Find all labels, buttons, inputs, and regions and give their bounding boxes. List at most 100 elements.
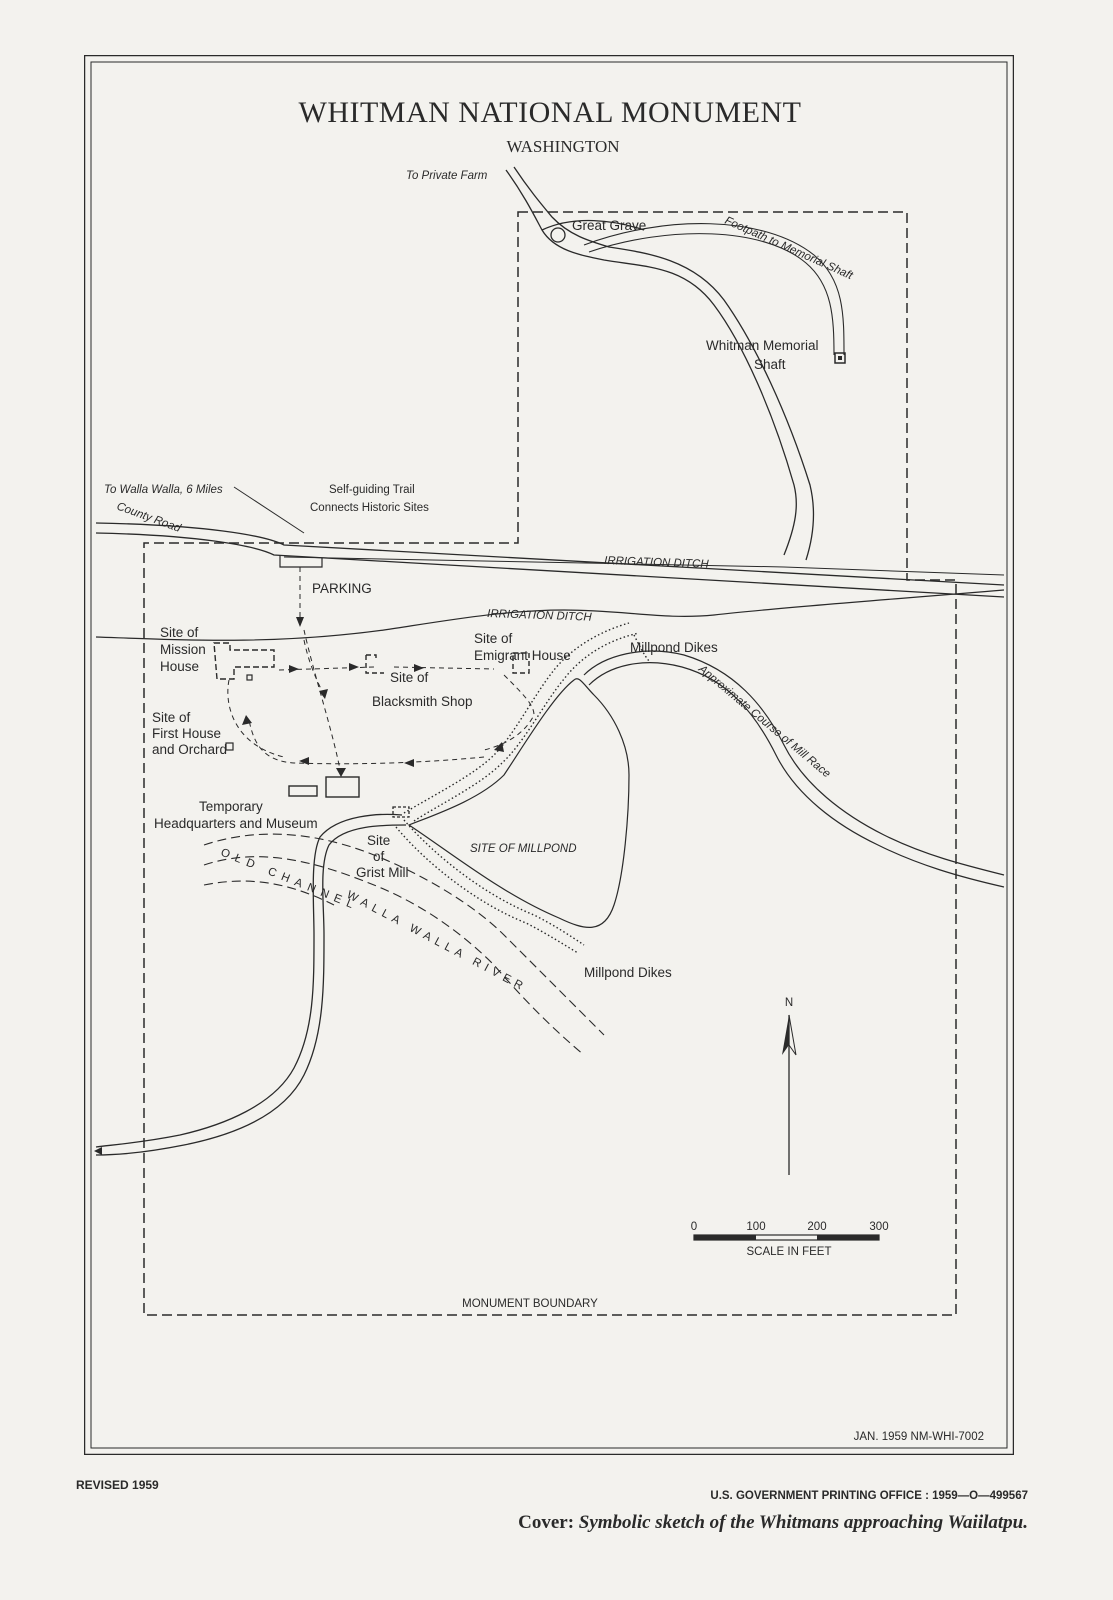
parking-label: PARKING xyxy=(312,581,372,596)
trail-arrow xyxy=(414,664,424,672)
footpath-label: Footpath to Memorial Shaft xyxy=(723,215,855,283)
county-road-label: County Road xyxy=(115,501,183,535)
trail-arrow xyxy=(296,617,304,627)
trail-arrow xyxy=(319,689,328,699)
scale-bar-segment xyxy=(694,1235,756,1240)
mission-house-outline xyxy=(213,642,275,680)
temp-hq-label-2: Headquarters and Museum xyxy=(154,816,318,831)
trail-arrow xyxy=(336,768,346,777)
map-subtitle: WASHINGTON xyxy=(506,137,619,156)
trail-blacksmith-to-emigrant xyxy=(393,666,495,670)
millpond-dike-lower xyxy=(403,819,585,946)
grist-mill-label-3: Grist Mill xyxy=(356,865,409,880)
cover-caption-description: Symbolic sketch of the Whitmans approach… xyxy=(578,1512,1028,1533)
scale-100-label: 100 xyxy=(746,1221,765,1233)
revised-note: REVISED 1959 xyxy=(76,1478,159,1492)
first-house-label-1: Site of xyxy=(152,710,191,725)
walla-walla-river-2 xyxy=(95,813,403,1148)
great-grave-label: Great Grave xyxy=(572,218,646,233)
millpond-outline xyxy=(407,678,630,928)
millpond-dikes-upper-label: Millpond Dikes xyxy=(630,640,718,655)
millpond-site-label: SITE OF MILLPOND xyxy=(470,843,577,855)
irrigation-ditch-label-lower: IRRIGATION DITCH xyxy=(487,608,593,624)
first-house-label-3: and Orchard xyxy=(152,742,227,757)
grave-loop xyxy=(541,219,645,231)
cover-caption: Cover: Symbolic sketch of the Whitmans a… xyxy=(518,1512,1028,1534)
printing-office-note: U.S. GOVERNMENT PRINTING OFFICE : 1959—O… xyxy=(710,1490,1028,1502)
memorial-shaft-marker xyxy=(834,352,846,364)
scale-bar-segment xyxy=(817,1235,879,1240)
north-arrow-head-outline xyxy=(788,1014,797,1056)
emigrant-house-label-1: Site of xyxy=(474,631,513,646)
millpond-dike-upper xyxy=(403,622,630,814)
millpond-dike-short xyxy=(633,634,650,662)
map-border-inner xyxy=(90,61,1008,1449)
parking-area xyxy=(279,555,323,568)
to-walla-walla-label: To Walla Walla, 6 Miles xyxy=(104,484,223,496)
mission-house-label-3: House xyxy=(160,659,199,674)
trail-mission-down xyxy=(303,639,325,696)
scale-300-label: 300 xyxy=(869,1221,888,1233)
blacksmith-label-2: Blacksmith Shop xyxy=(372,694,473,709)
trail-first-house-loop xyxy=(227,679,285,758)
irrigation-ditch-label-upper: IRRIGATION DITCH xyxy=(604,555,710,571)
mission-house-small xyxy=(246,674,253,681)
first-house-label-2: First House xyxy=(152,726,221,741)
farm-road-right xyxy=(513,166,815,561)
trail-arrow xyxy=(404,759,414,767)
scale-title: SCALE IN FEET xyxy=(747,1246,832,1258)
walla-walla-river-label: WALLA WALLA RIVER xyxy=(345,889,529,995)
millpond-dike-lower-2 xyxy=(395,826,579,954)
old-channel-label: OLD CHANNEL xyxy=(219,847,361,913)
millpond-dike-upper-2 xyxy=(413,632,640,822)
trail-arrow xyxy=(299,757,309,765)
temp-hq-building xyxy=(325,776,360,798)
map-id-label: JAN. 1959 NM-WHI-7002 xyxy=(854,1431,984,1443)
irrigation-ditch-upper xyxy=(283,556,1005,576)
monument-boundary xyxy=(143,211,957,1316)
mission-house-label-1: Site of xyxy=(160,625,199,640)
self-guiding-trail-connector xyxy=(233,486,305,534)
grist-mill-label-2: of xyxy=(373,849,385,864)
mill-race-2 xyxy=(588,662,1005,888)
map-frame: WHITMAN NATIONAL MONUMENT WASHINGTON xyxy=(84,55,1014,1455)
map-title: WHITMAN NATIONAL MONUMENT xyxy=(299,96,802,129)
emigrant-house-outline xyxy=(512,652,530,674)
grist-mill-marker xyxy=(392,806,410,818)
scale-0-label: 0 xyxy=(691,1221,697,1233)
old-channel-upper xyxy=(203,833,605,1036)
grist-mill-label-1: Site xyxy=(367,833,390,848)
mill-race-label: Approximate Course of Mill Race xyxy=(695,662,832,780)
to-private-farm-label: To Private Farm xyxy=(406,170,488,182)
trail-arrow xyxy=(242,715,252,725)
blacksmith-shop-outline xyxy=(365,654,384,674)
memorial-shaft-label-1: Whitman Memorial xyxy=(706,338,819,353)
trail-label-2: Connects Historic Sites xyxy=(310,502,429,514)
irrigation-ditch-lower xyxy=(95,589,1005,641)
memorial-shaft-label-2: Shaft xyxy=(754,357,786,372)
old-channel-bottom xyxy=(203,880,335,906)
trail-arrow xyxy=(349,663,359,671)
walla-walla-river xyxy=(95,824,407,1156)
river-flow-arrow xyxy=(94,1147,102,1155)
trail-parking-to-hq xyxy=(303,629,342,776)
temp-museum-building xyxy=(288,785,318,797)
monument-boundary-label: MONUMENT BOUNDARY xyxy=(462,1298,598,1310)
blacksmith-label-1: Site of xyxy=(390,670,429,685)
great-grave-marker xyxy=(550,227,566,243)
farm-road-left xyxy=(505,169,797,556)
scale-200-label: 200 xyxy=(807,1221,826,1233)
north-label: N xyxy=(785,997,793,1009)
temp-hq-label-1: Temporary xyxy=(199,799,263,814)
cover-caption-label: Cover: xyxy=(518,1512,579,1533)
trail-label-1: Self-guiding Trail xyxy=(329,484,415,496)
footpath-to-memorial-shaft-inner xyxy=(588,233,835,356)
memorial-shaft-center xyxy=(838,356,842,360)
trail-arrow xyxy=(494,742,504,752)
first-house-marker xyxy=(225,742,234,751)
county-road xyxy=(95,522,1005,586)
trail-return-loop xyxy=(248,719,485,765)
emigrant-house-label-2: Emigrant House xyxy=(474,648,571,663)
millpond-dikes-lower-label: Millpond Dikes xyxy=(584,965,672,980)
old-channel-lower xyxy=(203,856,585,1056)
